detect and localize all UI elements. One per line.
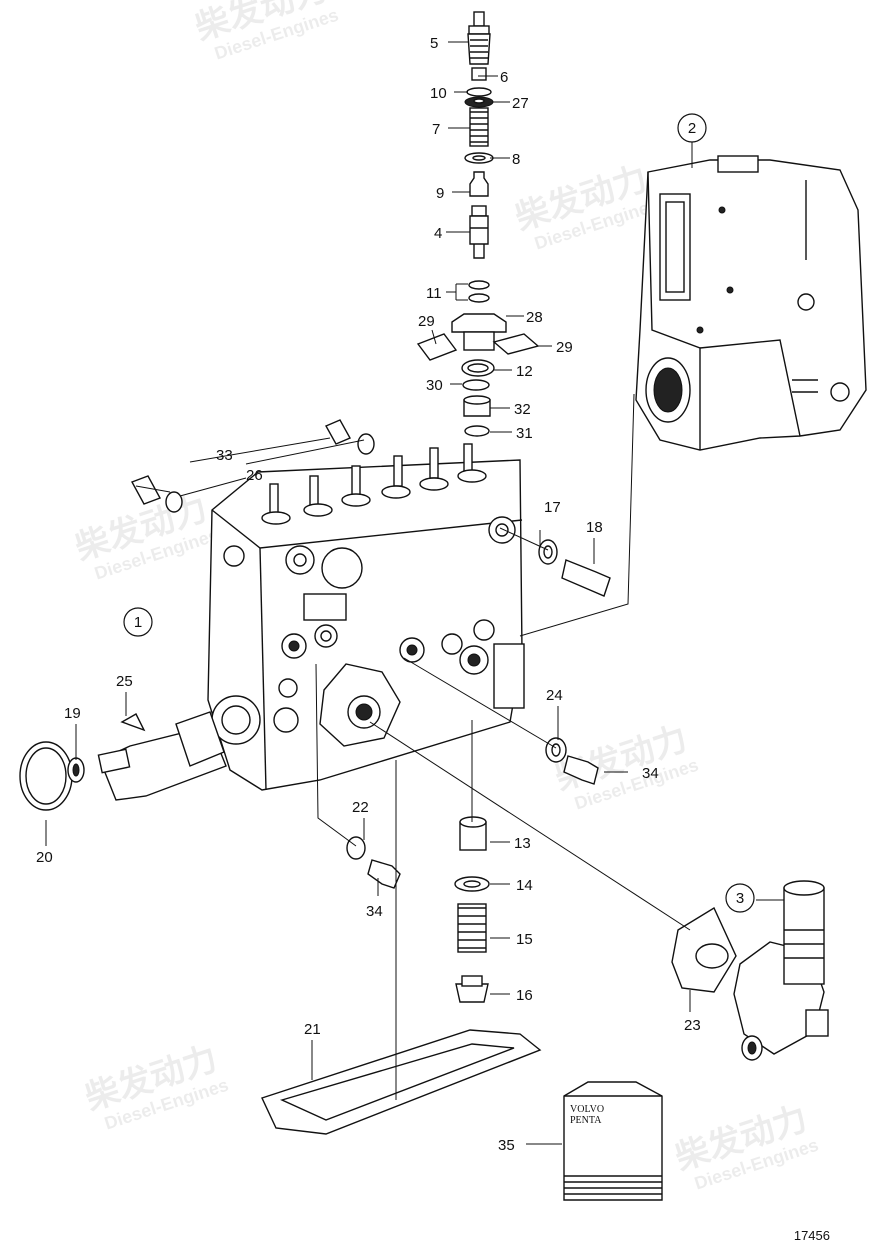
callout-18: 18 [586, 519, 603, 536]
callout-9: 9 [436, 185, 444, 202]
bottom-gasket [261, 1029, 542, 1135]
callout-27: 27 [512, 95, 529, 112]
assembly-labels: 1 2 3 [123, 113, 755, 913]
callout-35: 35 [498, 1137, 515, 1154]
governor-housing [635, 155, 867, 451]
callout-labels: 5 6 10 27 7 8 9 4 11 28 29 29 30 12 32 3… [36, 35, 701, 1154]
callout-4: 4 [434, 225, 442, 242]
callout-10: 10 [430, 85, 447, 102]
callout-15: 15 [516, 931, 533, 948]
callout-21: 21 [304, 1021, 321, 1038]
leader-lines [45, 41, 784, 1145]
callout-28: 28 [526, 309, 543, 326]
callout-8: 8 [512, 151, 520, 168]
callout-22: 22 [352, 799, 369, 816]
callout-25: 25 [116, 673, 133, 690]
callout-23: 23 [684, 1017, 701, 1034]
package-label-penta: PENTA [570, 1115, 602, 1126]
callout-6: 6 [500, 69, 508, 86]
callout-14: 14 [516, 877, 533, 894]
tappet-group [454, 816, 490, 1003]
callout-13: 13 [514, 835, 531, 852]
callout-7: 7 [432, 121, 440, 138]
assembly-1-label: 1 [134, 614, 142, 631]
assembly-3-label: 3 [736, 890, 744, 907]
callout-12: 12 [516, 363, 533, 380]
drawing-number: 17456 [794, 1228, 830, 1243]
injection-pump-housing [207, 443, 525, 791]
feed-pump-assembly [671, 880, 829, 1061]
callout-26: 26 [246, 467, 263, 484]
callout-29: 29 [418, 313, 435, 330]
callout-29: 29 [556, 339, 573, 356]
callout-32: 32 [514, 401, 531, 418]
assembly-3-circle [725, 883, 755, 913]
callout-19: 19 [64, 705, 81, 722]
assembly-2-label: 2 [688, 120, 696, 137]
camshaft-group [19, 711, 227, 811]
assembly-1-circle [123, 607, 153, 637]
callout-24: 24 [546, 687, 563, 704]
callout-17: 17 [544, 499, 561, 516]
fasteners [130, 419, 611, 889]
callout-5: 5 [430, 35, 438, 52]
assembly-2-circle [677, 113, 707, 143]
callout-33: 33 [216, 447, 233, 464]
callout-11: 11 [426, 285, 442, 302]
callout-34: 34 [642, 765, 659, 782]
callout-34: 34 [366, 903, 383, 920]
callout-20: 20 [36, 849, 53, 866]
callout-30: 30 [426, 377, 443, 394]
callout-16: 16 [516, 987, 533, 1004]
delivery-valve-stack [416, 11, 540, 437]
callout-31: 31 [516, 425, 533, 442]
package-label-volvo: VOLVO [570, 1104, 604, 1115]
gasket-kit-package: VOLVO PENTA [563, 1081, 663, 1201]
